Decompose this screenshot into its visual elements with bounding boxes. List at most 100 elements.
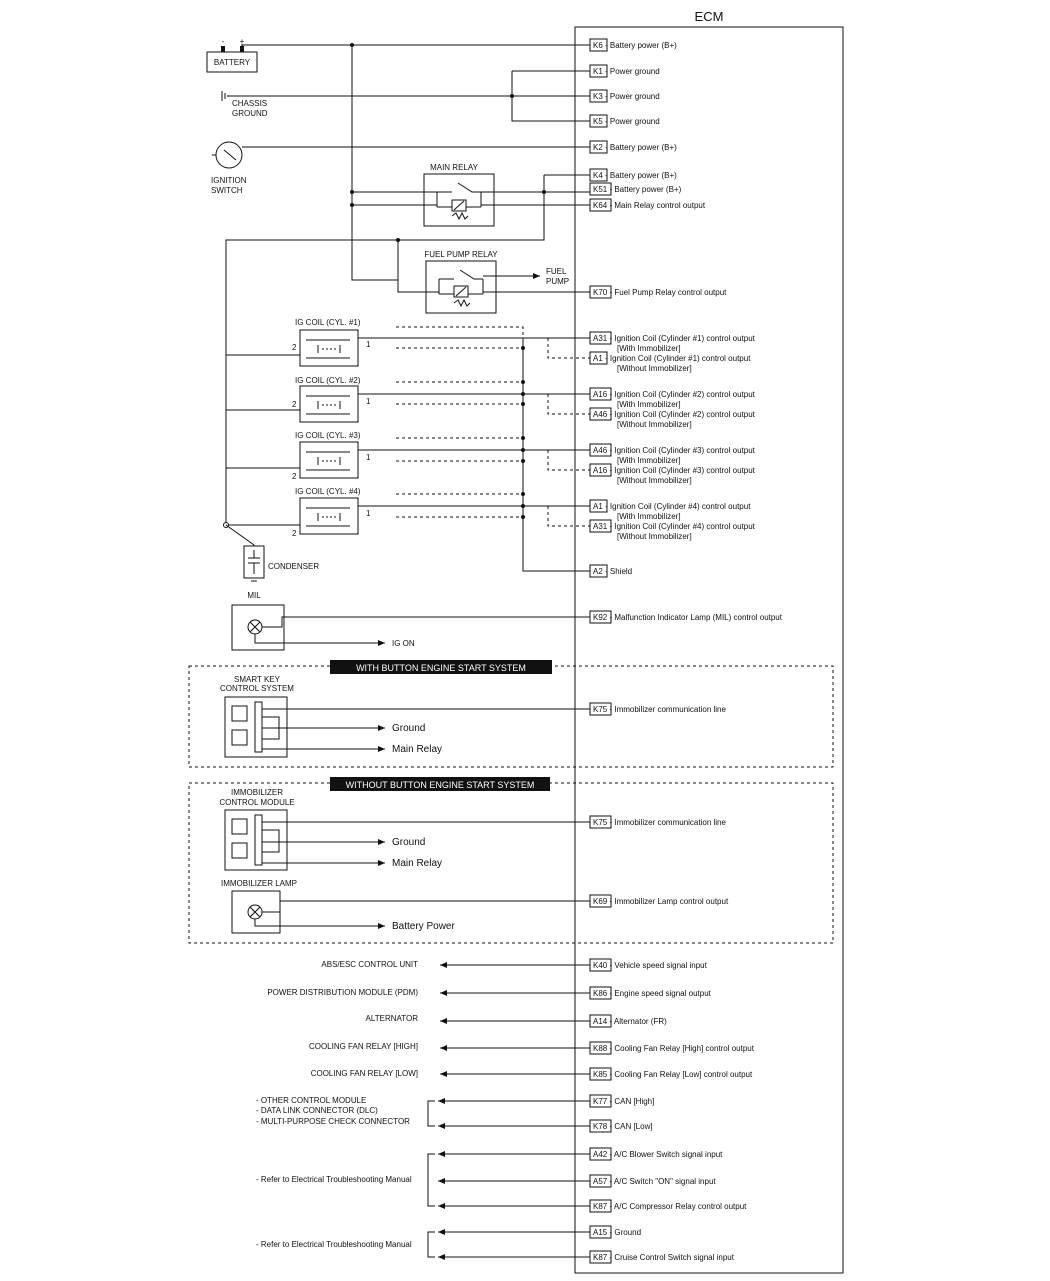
ig-on-label: IG ON: [392, 639, 415, 648]
battery-label: BATTERY: [214, 58, 251, 67]
pin-label: K2 - Battery power (B+): [593, 143, 677, 152]
fuel-pump-label-2: PUMP: [546, 277, 569, 286]
pin-label: A16 - Ignition Coil (Cylinder #3) contro…: [593, 466, 756, 475]
pin-sub-label: [Without Immobilizer]: [617, 532, 692, 541]
immobilizer-label-2: CONTROL MODULE: [219, 798, 294, 807]
ecm-pin-row: A46 - Ignition Coil (Cylinder #2) contro…: [589, 407, 756, 429]
ecm-pin-row: K5 - Power ground: [589, 114, 660, 128]
immobilizer-main-relay: Main Relay: [392, 858, 442, 869]
ig-coil-1: IG COIL (CYL. #1) 1 2: [292, 318, 371, 367]
pin-sub-label: [Without Immobilizer]: [617, 420, 692, 429]
immobilizer-lamp-label: IMMOBILIZER LAMP: [221, 879, 297, 888]
pin-label: K75 - Immobilizer communication line: [593, 818, 726, 827]
battery-box: [206, 51, 258, 73]
pin-label: A31 - Ignition Coil (Cylinder #4) contro…: [593, 522, 756, 531]
pin-label: A42 - A/C Blower Switch signal input: [593, 1150, 723, 1159]
svg-text:2: 2: [292, 343, 297, 352]
smart-key-label-2: CONTROL SYSTEM: [220, 684, 294, 693]
pin-label: K5 - Power ground: [593, 117, 660, 126]
chassis-ground-label-2: GROUND: [232, 109, 268, 118]
refer-label-1: - Refer to Electrical Troubleshooting Ma…: [256, 1175, 412, 1184]
ecm-pin-row: K64 - Main Relay control output: [589, 198, 706, 212]
ecm-pin-row: A31 - Ignition Coil (Cylinder #1) contro…: [589, 331, 756, 353]
ecm-pin-row: A2 - Shield: [589, 564, 632, 578]
pin-label: A16 - Ignition Coil (Cylinder #2) contro…: [593, 390, 756, 399]
immobilizer-ground: Ground: [392, 837, 425, 848]
pin-label: K92 - Malfunction Indicator Lamp (MIL) c…: [593, 613, 783, 622]
pin-sub-label: [With Immobilizer]: [617, 400, 681, 409]
pin-label: A1 - Ignition Coil (Cylinder #1) control…: [593, 354, 751, 363]
pin-sub-label: [With Immobilizer]: [617, 512, 681, 521]
fuel-pump-label-1: FUEL: [546, 267, 567, 276]
pin-label: K75 - Immobilizer communication line: [593, 705, 726, 714]
svg-text:1: 1: [366, 340, 371, 349]
svg-text:1: 1: [366, 509, 371, 518]
pin-sub-label: [Without Immobilizer]: [617, 364, 692, 373]
chassis-ground-label-1: CHASSIS: [232, 99, 267, 108]
ignition-switch-label-1: IGNITION: [211, 176, 247, 185]
pin-label: K70 - Fuel Pump Relay control output: [593, 288, 727, 297]
pin-label: K51 - Battery power (B+): [593, 185, 682, 194]
ecm-pin-row: K87 - Cruise Control Switch signal input: [589, 1250, 735, 1264]
ig-coil-4: IG COIL (CYL. #4) 1 2: [292, 487, 371, 538]
pin-label: K4 - Battery power (B+): [593, 171, 677, 180]
pin-label: K87 - Cruise Control Switch signal input: [593, 1253, 735, 1262]
pin-label: K1 - Power ground: [593, 67, 660, 76]
mil-label: MIL: [247, 591, 261, 600]
ecm-pin-row: K70 - Fuel Pump Relay control output: [589, 285, 727, 299]
pin-label: K69 - Immobilizer Lamp control output: [593, 897, 729, 906]
pin-label: K86 - Engine speed signal output: [593, 989, 712, 998]
fuel-pump-relay-label: FUEL PUMP RELAY: [424, 250, 498, 259]
battery-minus: -: [222, 37, 225, 46]
abs-label: ABS/ESC CONTROL UNIT: [321, 960, 418, 969]
ecm-pin-row: A16 - Ignition Coil (Cylinder #3) contro…: [589, 463, 756, 485]
pin-sub-label: [Without Immobilizer]: [617, 476, 692, 485]
pin-label: K88 - Cooling Fan Relay [High] control o…: [593, 1044, 755, 1053]
ecm-pin-row: K1 - Power ground: [589, 64, 660, 78]
ecm-pin-row: K92 - Malfunction Indicator Lamp (MIL) c…: [589, 610, 783, 624]
ecm-pin-row: A46 - Ignition Coil (Cylinder #3) contro…: [589, 443, 756, 465]
immobilizer-battery-power: Battery Power: [392, 921, 455, 932]
pin-label: K64 - Main Relay control output: [593, 201, 706, 210]
immobilizer-label-1: IMMOBILIZER: [231, 788, 283, 797]
pin-label: K40 - Vehicle speed signal input: [593, 961, 708, 970]
ecm-pin-row: K69 - Immobilizer Lamp control output: [589, 894, 729, 908]
pdm-label: POWER DISTRIBUTION MODULE (PDM): [267, 988, 418, 997]
ecm-pin-row: A42 - A/C Blower Switch signal input: [589, 1147, 723, 1161]
ignition-switch-label-2: SWITCH: [211, 186, 243, 195]
main-relay-label: MAIN RELAY: [430, 163, 479, 172]
ecm-pin-row: A16 - Ignition Coil (Cylinder #2) contro…: [589, 387, 756, 409]
ecm-box: [574, 26, 844, 1274]
ecm-pin-row: K86 - Engine speed signal output: [589, 986, 712, 1000]
ecm-title: ECM: [695, 9, 724, 24]
battery-plus: +: [240, 37, 245, 46]
pin-sub-label: [With Immobilizer]: [617, 344, 681, 353]
condenser-label: CONDENSER: [268, 562, 319, 571]
svg-text:2: 2: [292, 529, 297, 538]
pin-label: A14 - Alternator (FR): [593, 1017, 667, 1026]
svg-text:1: 1: [366, 397, 371, 406]
pin-label: A1 - Ignition Coil (Cylinder #4) control…: [593, 502, 751, 511]
ig-coil-label: IG COIL (CYL. #3): [295, 431, 361, 440]
ecm-pin-row: K3 - Power ground: [589, 89, 660, 103]
ecm-pin-row: K4 - Battery power (B+): [589, 168, 677, 182]
ecm-pin-row: A14 - Alternator (FR): [589, 1014, 667, 1028]
pin-label: K87 - A/C Compressor Relay control outpu…: [593, 1202, 747, 1211]
pin-label: A46 - Ignition Coil (Cylinder #3) contro…: [593, 446, 756, 455]
fan-high-label: COOLING FAN RELAY [HIGH]: [309, 1042, 418, 1051]
pin-label: K77 - CAN [High]: [593, 1097, 654, 1106]
ig-coil-label: IG COIL (CYL. #4): [295, 487, 361, 496]
ecm-pin-list: K6 - Battery power (B+) K1 - Power ground…: [589, 38, 783, 1264]
pin-label: A2 - Shield: [593, 567, 632, 576]
svg-text:2: 2: [292, 400, 297, 409]
ecm-pin-row: K6 - Battery power (B+): [589, 38, 677, 52]
ecm-pin-row: A1 - Ignition Coil (Cylinder #4) control…: [589, 499, 751, 521]
ecm-pin-row: A57 - A/C Switch "ON" signal input: [589, 1174, 716, 1188]
ecm-pin-row: K75 - Immobilizer communication line: [589, 702, 726, 716]
ig-coil-label: IG COIL (CYL. #1): [295, 318, 361, 327]
pin-sub-label: [With Immobilizer]: [617, 456, 681, 465]
svg-text:1: 1: [366, 453, 371, 462]
ecm-pin-row: K75 - Immobilizer communication line: [589, 815, 726, 829]
ig-coil-2: IG COIL (CYL. #2) 1 2: [292, 376, 371, 423]
ig-coil-label: IG COIL (CYL. #2): [295, 376, 361, 385]
